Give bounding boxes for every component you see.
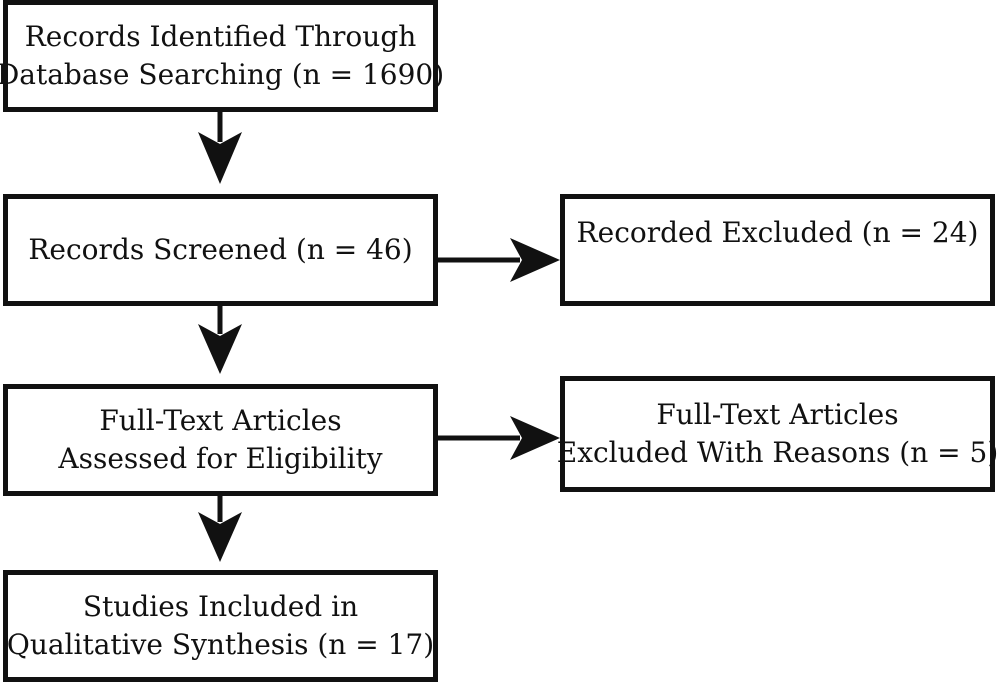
arrowhead-down	[198, 512, 242, 562]
records-screened-box: Records Screened (n = 46)	[3, 194, 438, 306]
records-identified-box: Records Identified Through Database Sear…	[0, 0, 444, 112]
box-text-line: Qualitative Synthesis (n = 17)	[6, 628, 435, 661]
box-text-line: Full-Text Articles	[99, 404, 342, 437]
box-text-line: Database Searching (n = 1690)	[0, 58, 445, 91]
box-text-line: Records Identified Through	[24, 20, 417, 53]
full-text-excluded-box: Full-Text Articles Excluded With Reasons…	[556, 376, 999, 492]
arrowhead-right	[510, 416, 560, 460]
arrowhead-down	[198, 132, 242, 184]
full-text-assessed-box: Full-Text Articles Assessed for Eligibil…	[3, 384, 438, 496]
box-text-line: Assessed for Eligibility	[58, 442, 383, 475]
box-text-line: Full-Text Articles	[656, 398, 899, 431]
box-text-line: Records Screened (n = 46)	[28, 233, 413, 266]
box-text-line: Excluded With Reasons (n = 5)	[556, 436, 999, 469]
arrowhead-right	[510, 238, 560, 282]
box-text-line: Recorded Excluded (n = 24)	[576, 216, 979, 249]
box-text-line: Studies Included in	[82, 590, 359, 623]
arrowhead-down	[198, 324, 242, 374]
records-excluded-box: Recorded Excluded (n = 24)	[560, 194, 995, 306]
studies-included-box: Studies Included in Qualitative Synthesi…	[3, 570, 438, 682]
